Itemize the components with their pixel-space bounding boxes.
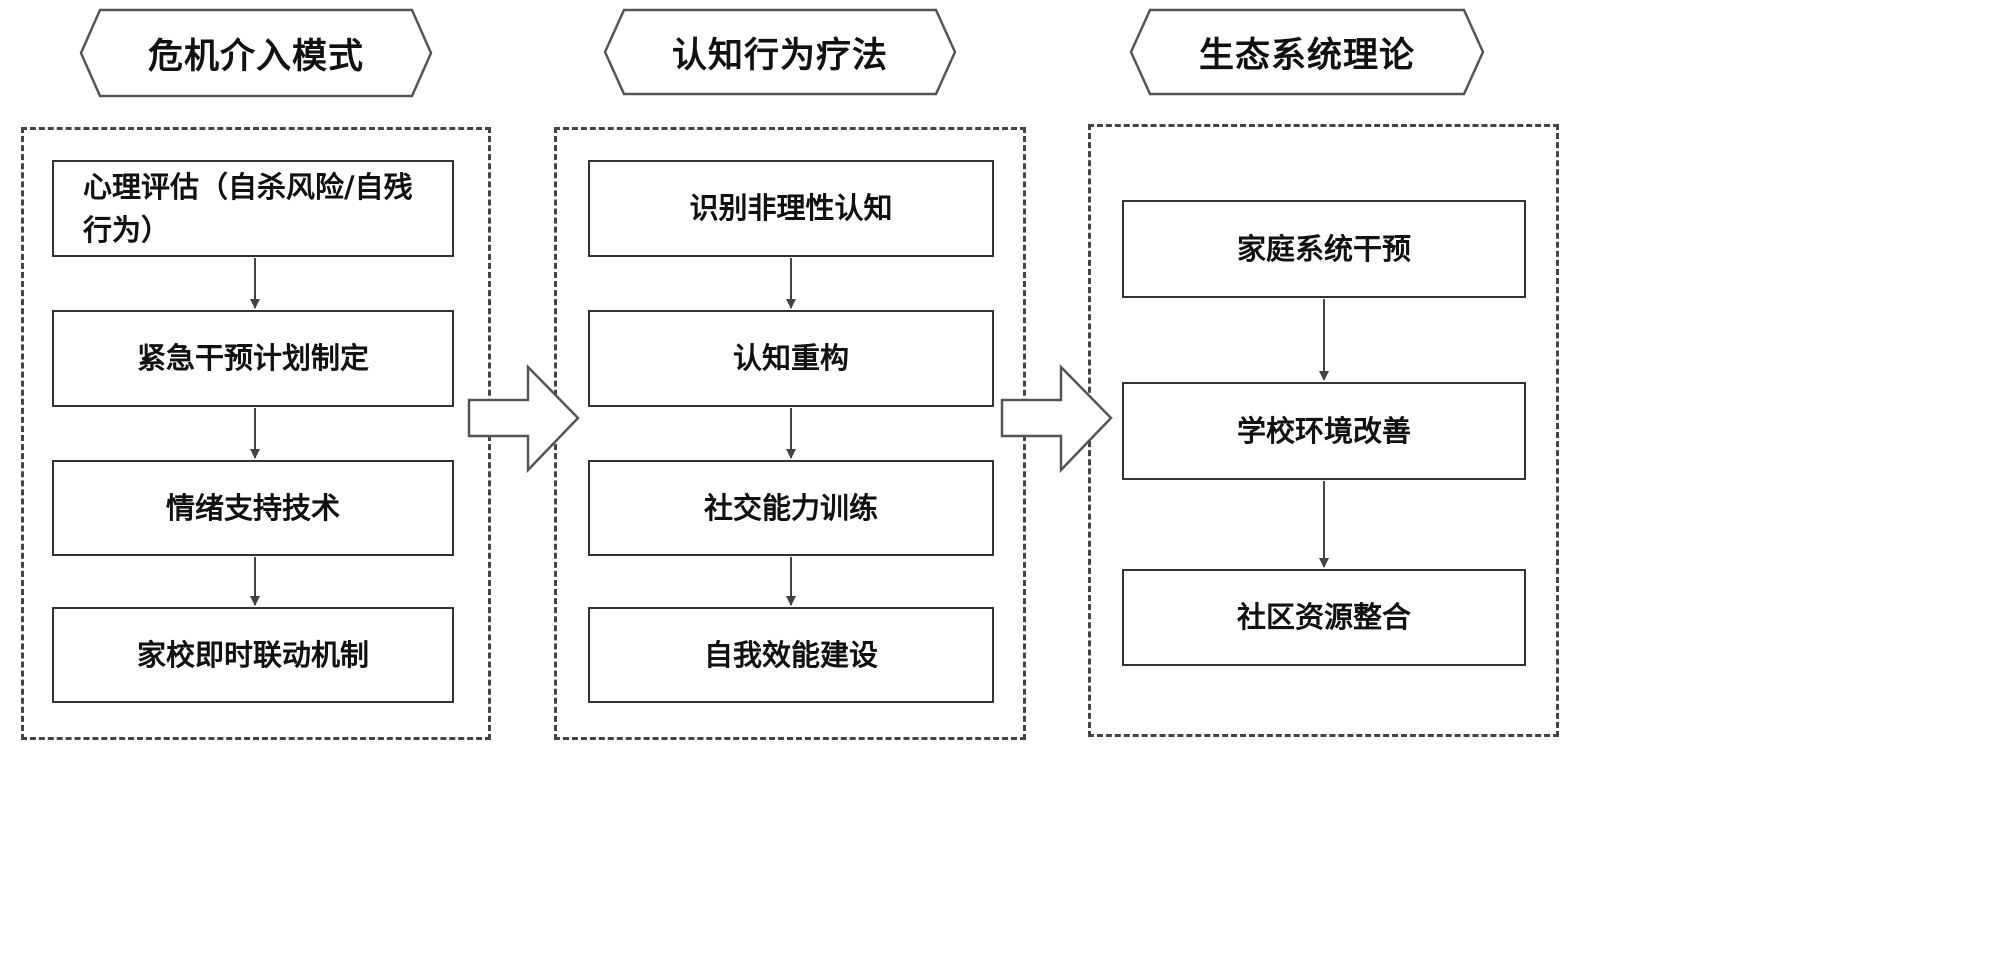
step-family-system: 家庭系统干预 bbox=[1122, 200, 1526, 298]
step-self-efficacy: 自我效能建设 bbox=[588, 607, 994, 703]
header-ecosystem: 生态系统理论 bbox=[1128, 8, 1486, 96]
header-title: 认知行为疗法 bbox=[671, 35, 888, 76]
block-arrow-right bbox=[1000, 363, 1113, 474]
step-emotional-support: 情绪支持技术 bbox=[52, 460, 454, 556]
header-cbt: 认知行为疗法 bbox=[602, 8, 958, 96]
header-title: 生态系统理论 bbox=[1198, 35, 1415, 76]
hexagon-banner-shape bbox=[603, 8, 957, 96]
step-label: 社交能力训练 bbox=[703, 490, 878, 525]
step-cognitive-restructuring: 认知重构 bbox=[588, 310, 994, 407]
step-label: 家校即时联动机制 bbox=[136, 637, 369, 672]
hexagon-banner-shape bbox=[79, 8, 433, 98]
step-social-skills: 社交能力训练 bbox=[588, 460, 994, 556]
header-crisis-intervention: 危机介入模式 bbox=[78, 8, 434, 98]
step-psych-assessment: 心理评估（自杀风险/自残行为） bbox=[52, 160, 454, 257]
block-arrow-right bbox=[467, 363, 580, 474]
step-label: 紧急干预计划制定 bbox=[136, 341, 369, 376]
step-school-environment: 学校环境改善 bbox=[1122, 382, 1526, 480]
step-label: 心理评估（自杀风险/自残行为） bbox=[83, 170, 413, 247]
connector-layer bbox=[250, 258, 1329, 606]
step-label: 情绪支持技术 bbox=[165, 490, 340, 525]
step-label: 认知重构 bbox=[732, 341, 849, 376]
step-label: 学校环境改善 bbox=[1236, 413, 1411, 448]
step-identify-irrational: 识别非理性认知 bbox=[588, 160, 994, 257]
step-label: 识别非理性认知 bbox=[689, 191, 893, 226]
header-title: 危机介入模式 bbox=[147, 36, 364, 77]
step-label: 家庭系统干预 bbox=[1236, 231, 1411, 266]
step-community-resources: 社区资源整合 bbox=[1122, 569, 1526, 666]
step-emergency-plan: 紧急干预计划制定 bbox=[52, 310, 454, 407]
hexagon-banner-shape bbox=[1129, 8, 1485, 96]
step-label: 自我效能建设 bbox=[703, 637, 878, 672]
step-label: 社区资源整合 bbox=[1236, 600, 1411, 635]
step-home-school-linkage: 家校即时联动机制 bbox=[52, 607, 454, 703]
